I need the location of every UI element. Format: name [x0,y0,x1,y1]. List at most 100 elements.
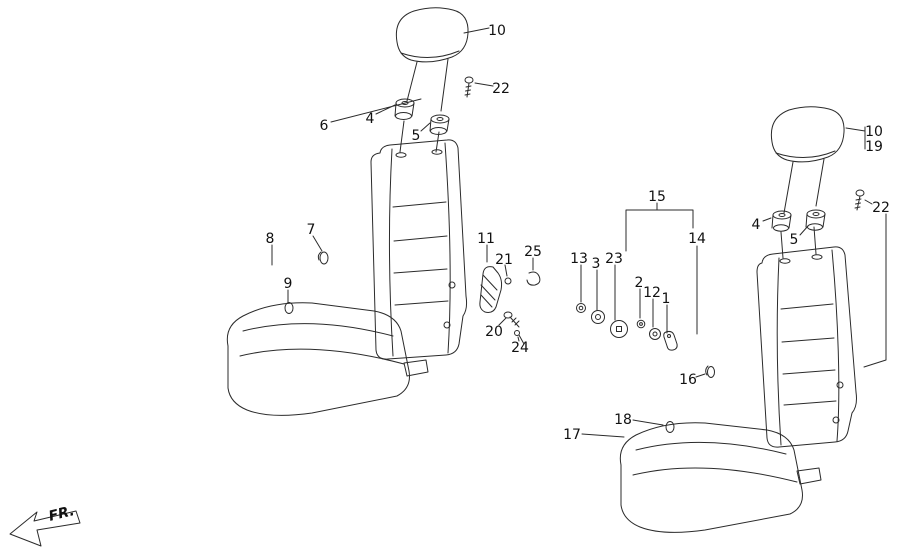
callout-7: 7 [307,222,316,238]
right-seat-back-bolsters [776,249,840,446]
callout-25: 25 [524,244,542,260]
callout-5-left: 5 [412,128,421,144]
left-seat-back-seams [392,201,449,306]
guide-top [430,114,450,124]
right-clip-18 [665,421,675,433]
callout-18: 18 [614,412,632,428]
clip-hook [317,251,322,261]
right-leader-lines [581,126,887,438]
guide-bottom [430,127,447,135]
left-headrest-posts [399,58,449,153]
callout-1: 1 [662,291,671,307]
fr-arrow-icon [9,510,81,547]
left-headrest-guide-5 [429,114,450,135]
bolt-head [503,311,513,319]
left-bolt-22 [464,76,474,98]
right-headrest-guide-4 [771,210,792,232]
callout-12: 12 [643,285,661,301]
center-knob-23 [610,320,628,338]
guide-top [772,210,792,220]
left-leader-lines [271,27,534,342]
center-knob-12 [649,328,661,340]
center-ring-13 [576,303,586,313]
knob-outer [591,310,605,324]
callout-19: 19 [865,139,883,155]
guide-top [806,209,826,219]
left-bolt-20 [503,311,520,328]
right-headrest-outline [770,106,845,163]
guide-hole [401,101,409,105]
left-headrest-outline [395,7,469,63]
clip-hook [705,365,709,376]
callout-22-left: 22 [492,81,510,97]
screw-shaft [518,334,525,345]
left-screw-24 [514,330,525,345]
right-cushion-seams [632,441,798,483]
callout-22-right: 22 [872,200,890,216]
lever-hole [667,334,671,338]
clip-body [707,366,715,378]
screw-head [514,330,520,336]
callout-10-right: 10 [865,124,883,140]
ring-outer [576,303,586,313]
callout-labels: 10 22 6 4 5 7 8 9 11 21 25 20 24 15 13 3… [266,23,890,443]
left-screw-21 [504,277,512,285]
callout-4-left: 4 [366,111,375,127]
callout-17: 17 [563,427,581,443]
callout-13: 13 [570,251,588,267]
knob-outer [649,328,661,340]
right-bolt-22 [854,189,865,211]
cover-outline [479,266,503,313]
guide-body [771,214,792,229]
guide-bottom [395,112,412,120]
knob-inner [652,331,658,337]
right-cushion-outline [619,422,803,533]
callout-15: 15 [648,189,666,205]
left-seat-back-bolsters [388,142,451,357]
bolt-shaft [854,195,862,211]
callout-10-left: 10 [488,23,506,39]
left-cushion-seams [239,323,405,365]
guide-body [805,213,826,228]
callout-2: 2 [635,275,644,291]
guide-bottom [807,223,823,231]
callout-21: 21 [495,252,513,268]
guide-body [429,118,450,132]
cover-hatch [480,274,498,308]
center-leader-lines [580,245,706,378]
center-hardware [576,202,715,378]
right-seat [581,106,887,533]
fr-direction: FR. [9,503,81,547]
right-back-slot-front [779,258,791,264]
bolt-shaft [464,82,472,98]
guide-hole [436,117,444,121]
knob-outer [610,320,628,338]
right-back-pivot-detail [836,381,844,389]
left-back-slot-rear [431,149,443,155]
bolt-head [464,76,474,84]
knob-inner [595,314,601,320]
callout-4-right: 4 [752,217,761,233]
left-rail-end [403,359,429,377]
left-seat [226,7,541,416]
callout-20: 20 [485,324,503,340]
callout-14: 14 [688,231,706,247]
right-rail-end [796,467,822,485]
guide-bottom [773,224,789,232]
bolt-head [855,189,865,197]
left-cushion-outline [226,302,410,416]
left-clip-9 [284,302,294,314]
right-headrest-posts [780,158,825,259]
right-headrest-guide-5 [805,209,826,231]
lever-body [663,330,678,351]
right-back-lower-detail [832,416,840,424]
washer-outer [636,319,646,329]
callout-11: 11 [477,231,495,247]
callout-23: 23 [605,251,623,267]
center-clip-16 [705,365,715,378]
left-headrest-seam [400,50,460,58]
right-seat-back-seams [780,303,837,406]
callout-6: 6 [320,118,329,134]
